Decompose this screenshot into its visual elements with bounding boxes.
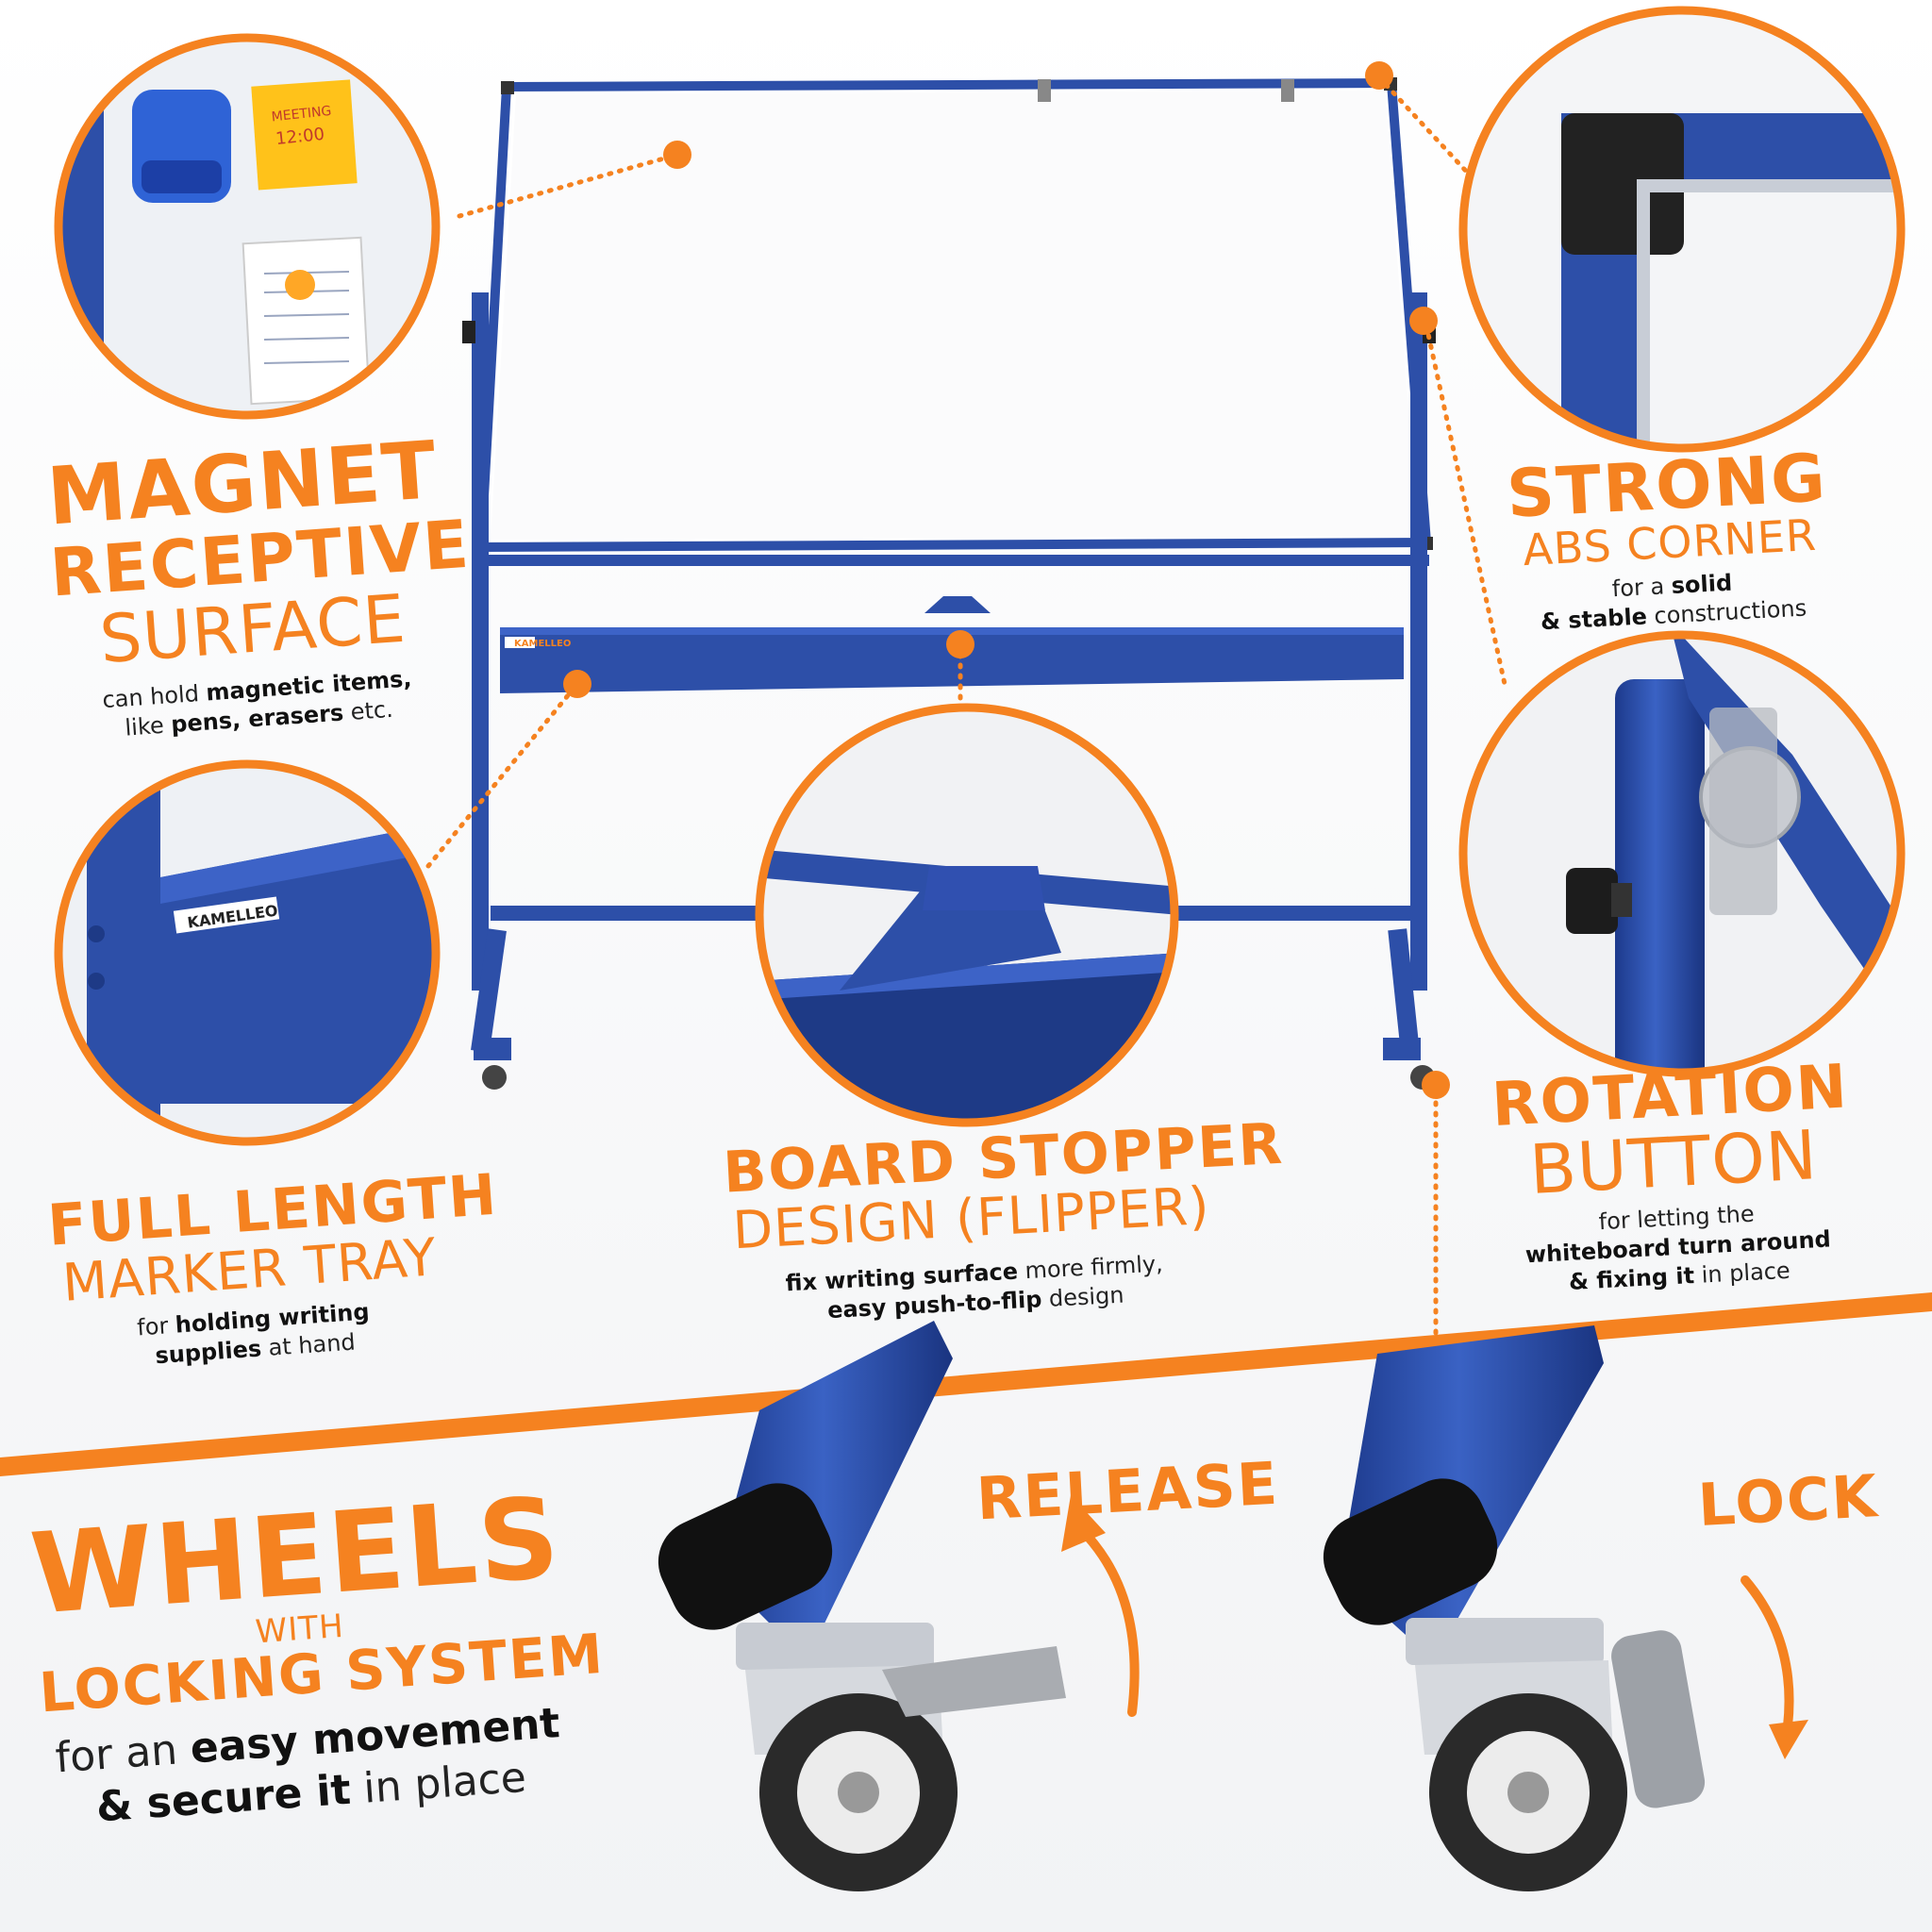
divider-stripe [0,1292,1932,1476]
rotation-description: for letting the whiteboard turn around &… [1524,1200,1832,1296]
corner-description: for a solid & stable constructions [1540,569,1807,636]
wheel-lock-image [1323,1325,1706,1891]
leader-lines [425,75,1507,1338]
wheels-title: WHEELS [26,1472,565,1640]
lock-label: LOCK [1696,1461,1881,1540]
lock-arrow [1740,1575,1794,1731]
lock-arrow-head [1769,1720,1808,1759]
release-label: RELEASE [974,1448,1281,1534]
tray-detail-circle: KAMELLEO [54,759,441,1146]
corner-feature-text: STRONG ABS CORNER for a solid & stable c… [1505,439,1835,635]
stopper-feature-text: BOARD STOPPER DESIGN (FLIPPER) fix writi… [722,1111,1286,1324]
sticky-note-text-1: MEETING [271,104,332,125]
magnet-feature-text: MAGNET RECEPTIVE SURFACE can hold magnet… [44,424,473,741]
magnet-detail-circle: MEETING 12:00 [54,33,441,420]
release-arrow [1075,1524,1140,1717]
rotation-detail-circle [1458,630,1906,1077]
release-arrow-head [1061,1495,1106,1552]
callout-dots [563,61,1450,1099]
wheel-release-image [658,1321,1066,1891]
corner-detail-circle [1458,6,1906,453]
stopper-detail-circle [755,703,1179,1127]
rotation-subtitle: BUTTON [1527,1115,1820,1209]
rotation-feature-text: ROTATION BUTTON for letting the whiteboa… [1491,1052,1854,1295]
whiteboard-stand: KAMELLEO [462,77,1436,1090]
wheels-feature-text: WHEELS WITH LOCKING SYSTEM for an easy m… [26,1473,607,1832]
tray-feature-text: FULL LENGTH MARKER TRAY for holding writ… [45,1162,500,1370]
brand-label-small: KAMELLEO [514,639,571,649]
